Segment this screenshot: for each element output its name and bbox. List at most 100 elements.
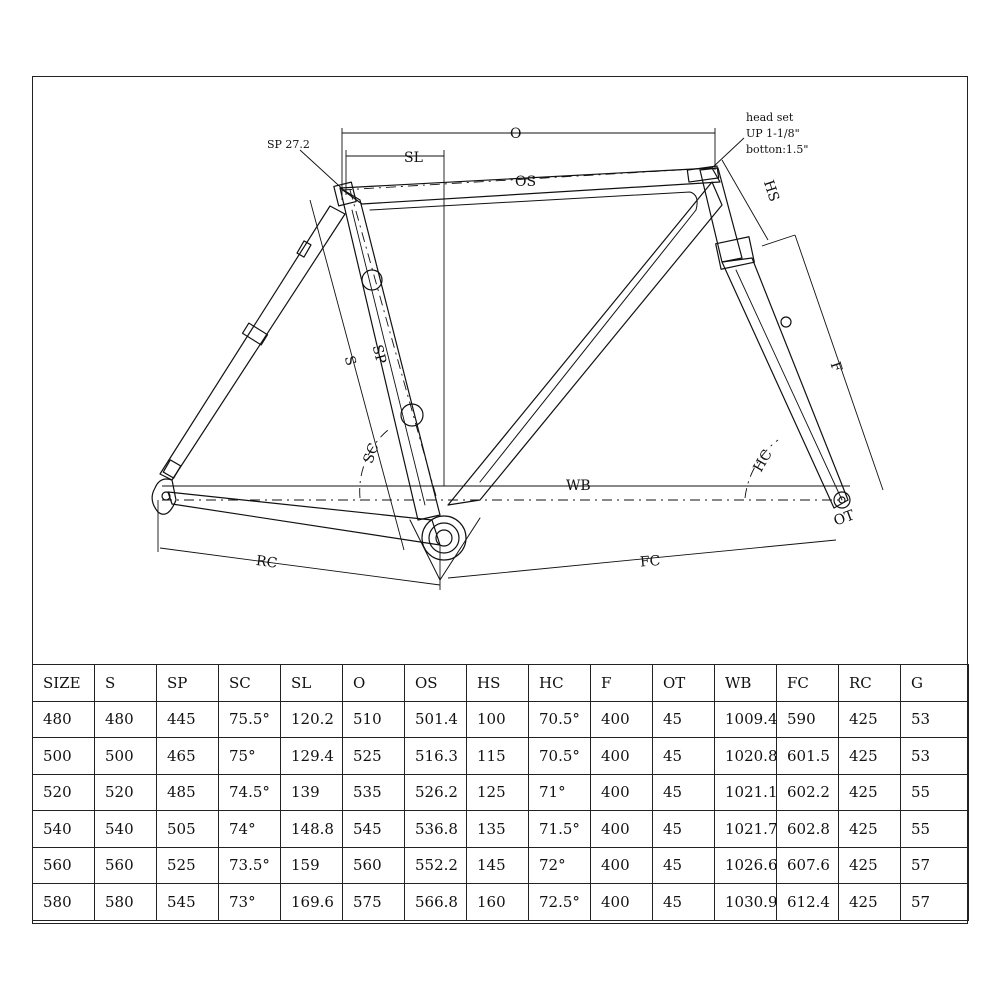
table-cell: 400 [590,737,653,775]
table-cell: 74° [218,810,281,848]
table-cell: 72° [528,846,591,884]
label-seatpost: SP 27.2 [267,138,310,151]
table-cell: 590 [776,700,839,738]
table-cell: 445 [156,700,219,738]
table-cell: 55 [900,773,969,811]
table-cell: 72.5° [528,883,591,921]
table-cell: 70.5° [528,700,591,738]
table-cell: 169.6 [280,883,343,921]
label-hc: HC [751,447,776,475]
label-sp: SP [369,343,389,366]
table-cell: 145 [466,846,529,884]
table-cell: 71.5° [528,810,591,848]
table-cell: 425 [838,810,901,848]
label-headset-up: UP 1-1/8" [746,127,800,140]
column-header-wb: WB [714,664,777,702]
top-tube [339,167,721,205]
table-cell: 520 [94,773,157,811]
table-cell: 560 [32,846,95,884]
table-cell: 125 [466,773,529,811]
column-header-size: SIZE [32,664,95,702]
table-cell: 545 [342,810,405,848]
table-cell: 525 [156,846,219,884]
column-header-g: G [900,664,969,702]
table-cell: 566.8 [404,883,467,921]
table-cell: 485 [156,773,219,811]
drawing-sheet [32,76,968,924]
column-header-sp: SP [156,664,219,702]
table-cell: 400 [590,883,653,921]
table-cell: 516.3 [404,737,467,775]
table-cell: 160 [466,883,529,921]
table-cell: 501.4 [404,700,467,738]
table-cell: 525 [342,737,405,775]
column-header-s: S [94,664,157,702]
label-os: OS [515,174,536,190]
table-cell: 70.5° [528,737,591,775]
table-cell: 1021.7 [714,810,778,848]
table-cell: 400 [590,810,653,848]
table-cell: 57 [900,846,969,884]
table-cell: 500 [94,737,157,775]
label-sl: SL [404,150,423,166]
table-cell: 135 [466,810,529,848]
table-cell: 1021.1 [714,773,778,811]
label-s: S [341,354,359,367]
frame-geometry-drawing: O SL OS HS S SP SC WB HC F OT RC FC SP 2… [151,111,884,590]
table-cell: 465 [156,737,219,775]
table-cell: 520 [32,773,95,811]
table-cell: 115 [466,737,529,775]
table-cell: 552.2 [404,846,467,884]
table-cell: 159 [280,846,343,884]
table-cell: 1026.6 [714,846,778,884]
table-cell: 45 [652,737,715,775]
seat-stay [159,205,346,481]
table-cell: 71° [528,773,591,811]
rear-dropout [151,478,177,515]
table-cell: 540 [94,810,157,848]
table-cell: 1020.8 [714,737,778,775]
table-cell: 73° [218,883,281,921]
column-header-hs: HS [466,664,529,702]
label-headset-bottom: botton:1.5" [746,143,808,156]
table-cell: 540 [32,810,95,848]
table-cell: 612.4 [776,883,839,921]
table-cell: 53 [900,700,969,738]
table-cell: 57 [900,883,969,921]
table-cell: 74.5° [218,773,281,811]
table-cell: 400 [590,700,653,738]
table-cell: 75.5° [218,700,281,738]
column-header-hc: HC [528,664,591,702]
table-cell: 45 [652,810,715,848]
table-cell: 580 [94,883,157,921]
column-header-sl: SL [280,664,343,702]
table-cell: 425 [838,737,901,775]
column-header-sc: SC [218,664,281,702]
table-cell: 129.4 [280,737,343,775]
table-cell: 602.2 [776,773,839,811]
table-cell: 53 [900,737,969,775]
column-header-fc: FC [776,664,839,702]
table-cell: 45 [652,883,715,921]
front-axle [833,491,851,509]
table-cell: 560 [342,846,405,884]
label-hs: HS [760,178,782,204]
table-cell: 510 [342,700,405,738]
label-rc: RC [255,553,278,572]
table-cell: 45 [652,700,715,738]
column-header-ot: OT [652,664,715,702]
table-cell: 45 [652,773,715,811]
table-cell: 560 [94,846,157,884]
headset-upper-cup [686,165,720,183]
label-o: O [510,126,521,142]
column-header-o: O [342,664,405,702]
table-cell: 148.8 [280,810,343,848]
table-cell: 73.5° [218,846,281,884]
table-cell: 1009.4 [714,700,778,738]
table-cell: 425 [838,700,901,738]
